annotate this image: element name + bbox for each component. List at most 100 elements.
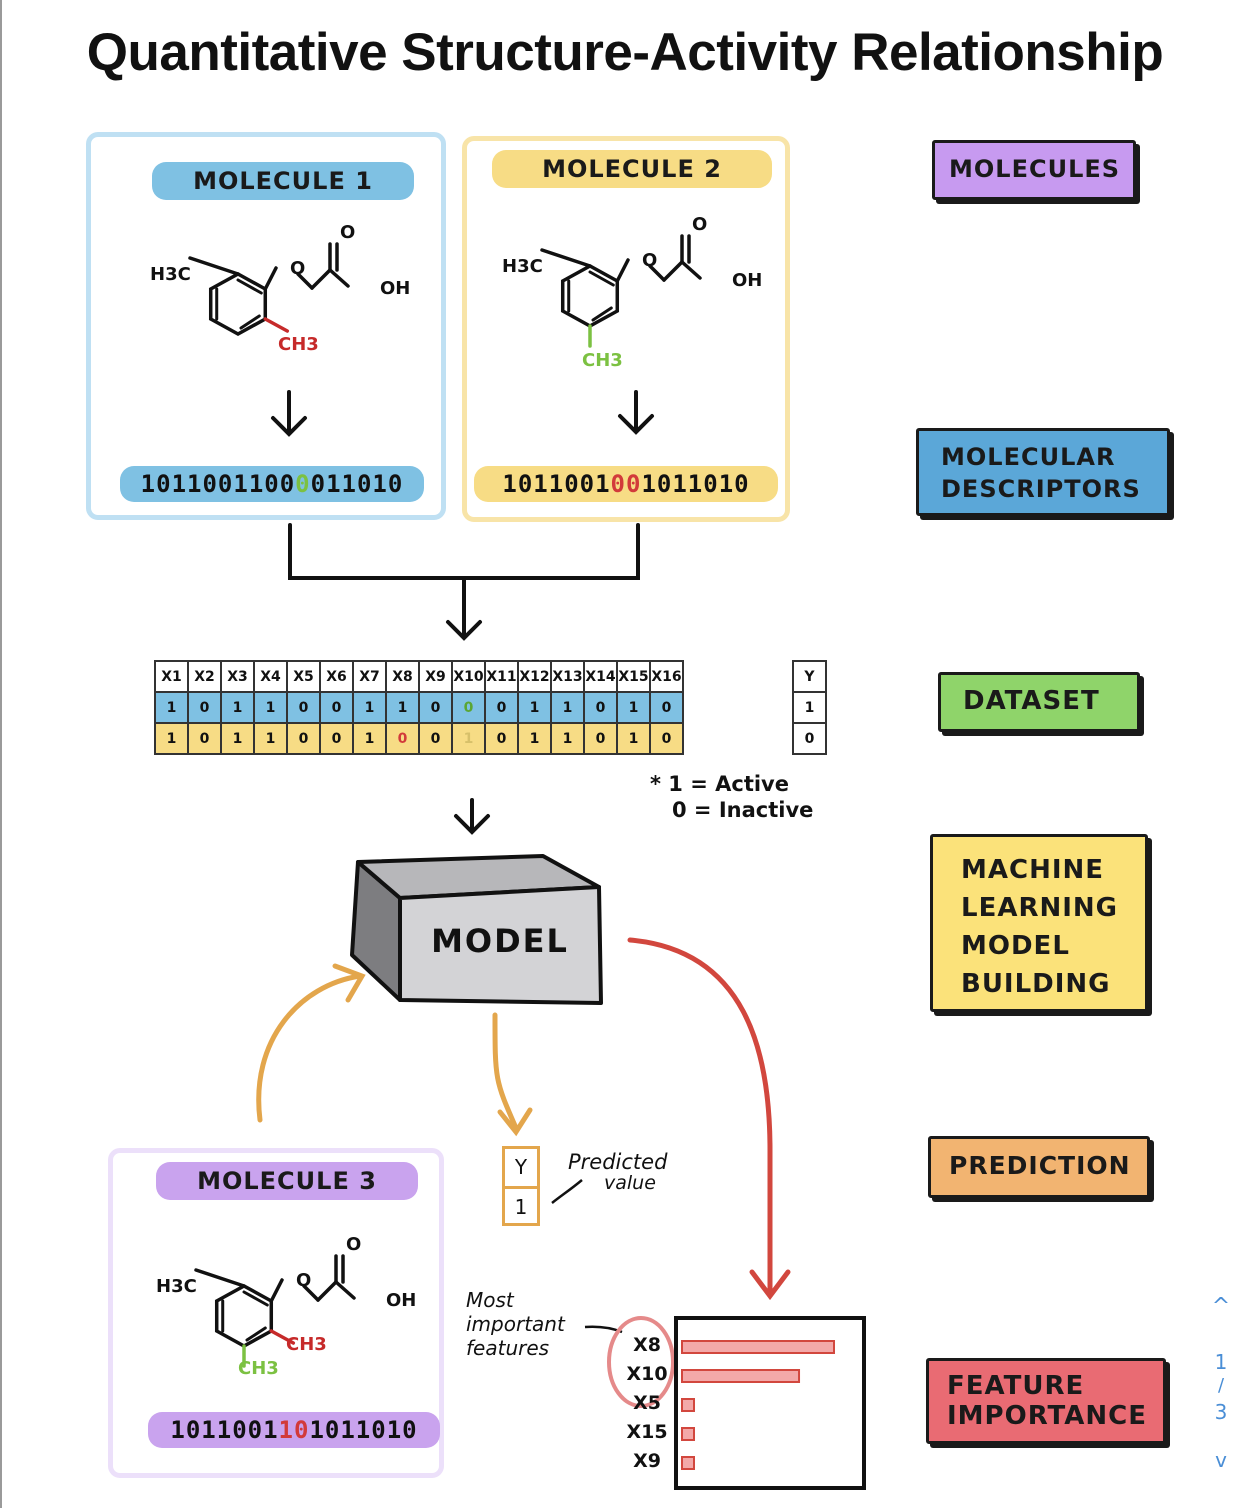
molecule-3-banner: MOLECULE 3: [156, 1162, 418, 1200]
important-note-line1: Most: [466, 1288, 514, 1312]
dataset-cell: 1: [220, 691, 255, 724]
dataset-cell: 1: [517, 691, 552, 724]
dataset-cell: 0: [418, 722, 453, 755]
bits-changed: 00: [610, 470, 642, 498]
arrow-model-to-importance: [627, 937, 773, 1295]
dataset-cell: 0: [649, 722, 684, 755]
molecule-2-panel: [462, 136, 790, 522]
molecule-2-banner: MOLECULE 2: [492, 150, 772, 188]
legend-active: * 1 = Active: [650, 772, 789, 796]
dataset-header-cell: X4: [253, 660, 288, 693]
hydroxyl-label: OH: [386, 1290, 417, 1311]
dataset-cell: 1: [451, 722, 486, 755]
dataset-header-cell: X2: [187, 660, 222, 693]
molecule-3-panel: [108, 1148, 444, 1478]
dataset-header-cell: X3: [220, 660, 255, 693]
molecule-2-title: MOLECULE 2: [542, 155, 722, 183]
bits-prefix: 1011001100: [140, 470, 296, 498]
dataset-cell: 0: [583, 691, 618, 724]
importance-bars: [681, 1340, 835, 1470]
methyl-substituent-label: CH3: [582, 350, 623, 371]
stage-label-line: MODEL: [961, 931, 1070, 961]
dataset-cell: 0: [418, 691, 453, 724]
bits-prefix: 1011001: [502, 470, 611, 498]
stage-label-line: IMPORTANCE: [947, 1401, 1147, 1431]
stage-label-line: BUILDING: [961, 969, 1111, 999]
arrow-dataset-to-model: [454, 798, 490, 835]
dataset-header-cell: X10: [451, 660, 486, 693]
arrow-mol1-to-bits: [271, 390, 307, 437]
dataset-header-cell: X14: [583, 660, 618, 693]
stage-label-line: LEARNING: [961, 893, 1119, 923]
predicted-value-pointer: [551, 1179, 583, 1204]
hydroxyl-label: OH: [732, 270, 763, 291]
dataset-cell: 1: [352, 722, 387, 755]
stage-label-line: PREDICTION: [949, 1151, 1131, 1180]
h3c-label: H3C: [150, 264, 191, 285]
dataset-cell: 0: [187, 722, 222, 755]
pager-up-button[interactable]: ^: [1211, 1294, 1231, 1319]
dataset-header-cell: X6: [319, 660, 354, 693]
important-note-line2: important: [466, 1312, 565, 1336]
important-note-line3: features: [466, 1336, 550, 1360]
pager-total: 3: [1214, 1400, 1228, 1424]
model-box: [350, 854, 603, 1005]
important-note: Most important features: [466, 1288, 565, 1360]
predicted-note-line1: Predicted: [568, 1150, 668, 1174]
dataset-cell: 1: [385, 691, 420, 724]
ether-o-label: O: [296, 1270, 312, 1291]
dataset-cell: 0: [451, 691, 486, 724]
dataset-cell: 1: [220, 722, 255, 755]
dataset-header-cell: X13: [550, 660, 585, 693]
stage-label-line: DESCRIPTORS: [941, 475, 1141, 503]
arrow-mol2-to-bits: [618, 390, 654, 435]
methyl-substituent-2-label: CH3: [238, 1358, 279, 1379]
importance-bar: [681, 1340, 835, 1354]
molecule-3-title: MOLECULE 3: [197, 1167, 377, 1195]
prediction-value: 1: [514, 1195, 528, 1219]
dataset-cell: 1: [616, 691, 651, 724]
feature-label: X5: [633, 1392, 661, 1414]
ether-o-label: O: [290, 258, 306, 279]
dataset-header-cell: X8: [385, 660, 420, 693]
top-features-circle: [607, 1316, 675, 1408]
dataset-cell: 1: [352, 691, 387, 724]
dataset-cell: 0: [484, 691, 519, 724]
carbonyl-o-label: O: [692, 214, 708, 235]
dataset-cell: 0: [319, 691, 354, 724]
dataset-cell: 0: [649, 691, 684, 724]
dataset-header-cell: X11: [484, 660, 519, 693]
predicted-note-line2: value: [604, 1172, 656, 1194]
importance-bar: [681, 1369, 801, 1383]
pager-down-button[interactable]: v: [1215, 1448, 1227, 1472]
dataset-cell: 0: [286, 691, 321, 724]
dataset-cell: 0: [286, 722, 321, 755]
feature-label: X10: [626, 1363, 668, 1385]
stage-label-line: MOLECULAR: [941, 443, 1116, 471]
dataset-cell: 0: [319, 722, 354, 755]
stage-label-dataset: DATASET: [938, 672, 1140, 732]
dataset-cell: 0: [484, 722, 519, 755]
dataset-cell: 1: [154, 722, 189, 755]
page-title: Quantitative Structure-Activity Relation…: [86, 23, 1164, 82]
dataset-cell: 1: [253, 722, 288, 755]
bits-changed: 10: [278, 1416, 310, 1444]
molecule-1-structure: [188, 242, 350, 336]
carbonyl-o-label: O: [346, 1234, 362, 1255]
arrow-model-to-prediction: [492, 1012, 519, 1131]
carbonyl-o-label: O: [340, 222, 356, 243]
h3c-label: H3C: [156, 1276, 197, 1297]
dataset-header-cell: X1: [154, 660, 189, 693]
dataset-cell: 1: [154, 691, 189, 724]
h3c-label: H3C: [502, 256, 543, 277]
stage-label-line: MOLECULES: [949, 155, 1121, 183]
bits-suffix: 1011010: [309, 1416, 418, 1444]
methyl-substituent-label: CH3: [278, 334, 319, 355]
